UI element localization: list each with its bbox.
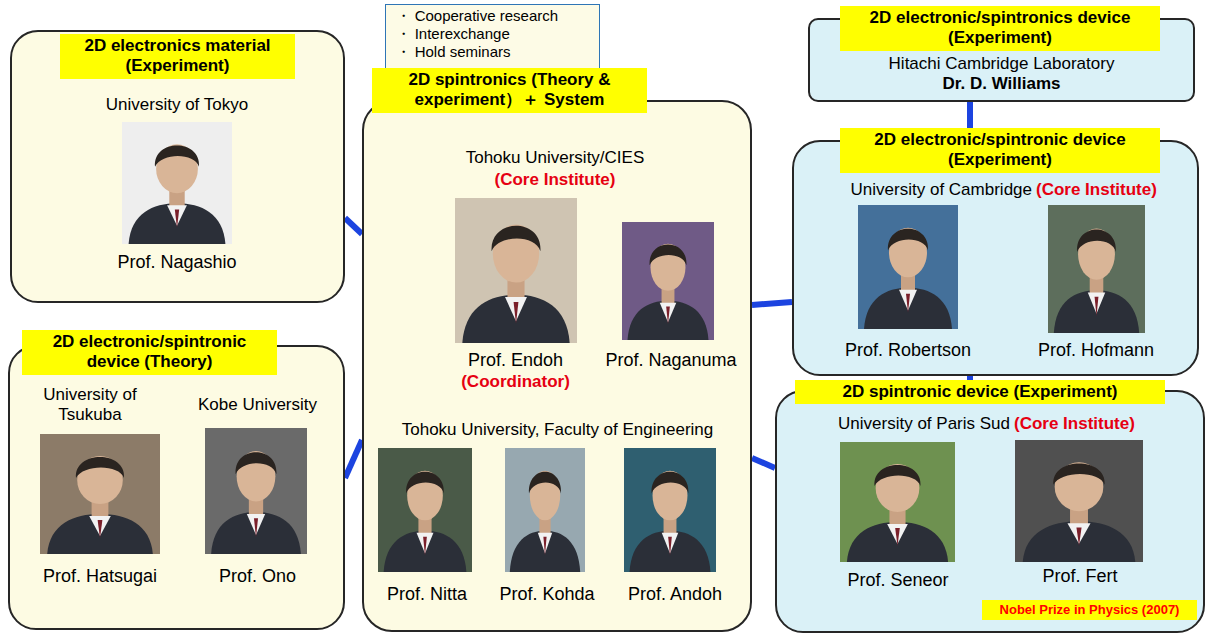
person-name: Prof. Seneor <box>818 570 978 592</box>
institution-name: University of Paris Sud <box>785 414 1010 434</box>
person-name: Prof. Hofmann <box>1016 340 1176 362</box>
portrait-photo <box>1015 440 1143 562</box>
group-heading: 2D electronic/spintronics device (Experi… <box>840 6 1160 51</box>
person-name: Dr. D. Williams <box>815 74 1188 94</box>
person-name: Prof. Ono <box>180 566 335 588</box>
institute-box: 2D electronic/spintronics device (Experi… <box>808 18 1195 102</box>
institution-name: University of Cambridge <box>800 180 1032 200</box>
group-heading: 2D electronics material (Experiment) <box>60 34 295 79</box>
bullet-item: ・ Cooperative research <box>396 7 594 25</box>
institution-name: University of Tsukuba <box>15 385 165 426</box>
institution-name: Hitachi Cambridge Laboratory <box>815 54 1188 74</box>
portrait-photo <box>505 448 585 572</box>
link-line <box>345 440 362 478</box>
institution-name: Tohoku University/CIES <box>440 148 670 168</box>
link-line <box>752 302 792 305</box>
portrait-photo <box>122 122 232 244</box>
portrait-photo <box>1048 205 1145 333</box>
core-institute-box: 2D electronic/spintronic device (Experim… <box>792 140 1199 376</box>
person-name: Prof. Andoh <box>608 584 742 606</box>
portrait-photo <box>840 442 955 562</box>
role-note: (Core Institute) <box>1014 414 1179 434</box>
person-name: Prof. Nitta <box>365 584 489 606</box>
portrait-photo <box>205 428 307 554</box>
award-note: Nobel Prize in Physics (2007) <box>982 600 1197 620</box>
group-heading: 2D electronic/spintronic device (Experim… <box>840 128 1160 173</box>
group-heading: 2D spintronic device (Experiment) <box>795 380 1165 404</box>
portrait-photo <box>40 434 160 554</box>
institution-name: Tohoku University, Faculty of Engineerin… <box>370 420 745 440</box>
institution-name: University of Tokyo <box>57 95 297 115</box>
person-name: Prof. Kohda <box>485 584 609 606</box>
person-name: Prof. Robertson <box>828 340 988 362</box>
role-note: (Coordinator) <box>438 372 593 392</box>
institute-box: 2D electronics material (Experiment) Univ… <box>10 30 345 303</box>
core-institute-box: 2D spintronic device (Experiment)Univers… <box>775 390 1205 633</box>
core-institute-box: 2D spintronics (Theory & experiment）＋ Sy… <box>362 100 752 632</box>
link-line <box>752 458 775 468</box>
group-heading: 2D electronic/spintronic device (Theory) <box>22 330 277 375</box>
person-name: Prof. Fert <box>1000 566 1160 588</box>
person-name: Prof. Hatsugai <box>20 566 180 588</box>
role-note: (Core Institute) <box>1036 180 1194 200</box>
portrait-photo <box>858 205 958 329</box>
institute-box: 2D electronic/spintronic device (Theory)… <box>8 345 345 630</box>
person-name: Prof. Endoh <box>438 350 593 372</box>
portrait-photo <box>378 448 472 572</box>
group-heading: 2D spintronics (Theory & experiment）＋ Sy… <box>372 68 647 113</box>
bullet-item: ・ Interexchange <box>396 25 594 43</box>
portrait-photo <box>624 448 716 572</box>
portrait-photo <box>455 198 577 343</box>
activity-box: ・ Cooperative research・ Interexchange・ H… <box>385 4 600 69</box>
person-name: Prof. Naganuma <box>596 350 746 372</box>
bullet-item: ・ Hold seminars <box>396 43 594 61</box>
link-line <box>345 218 362 234</box>
institution-name: Kobe University <box>175 395 340 415</box>
portrait-photo <box>622 222 714 340</box>
role-note: (Core Institute) <box>440 170 670 190</box>
person-name: Prof. Nagashio <box>57 252 297 274</box>
